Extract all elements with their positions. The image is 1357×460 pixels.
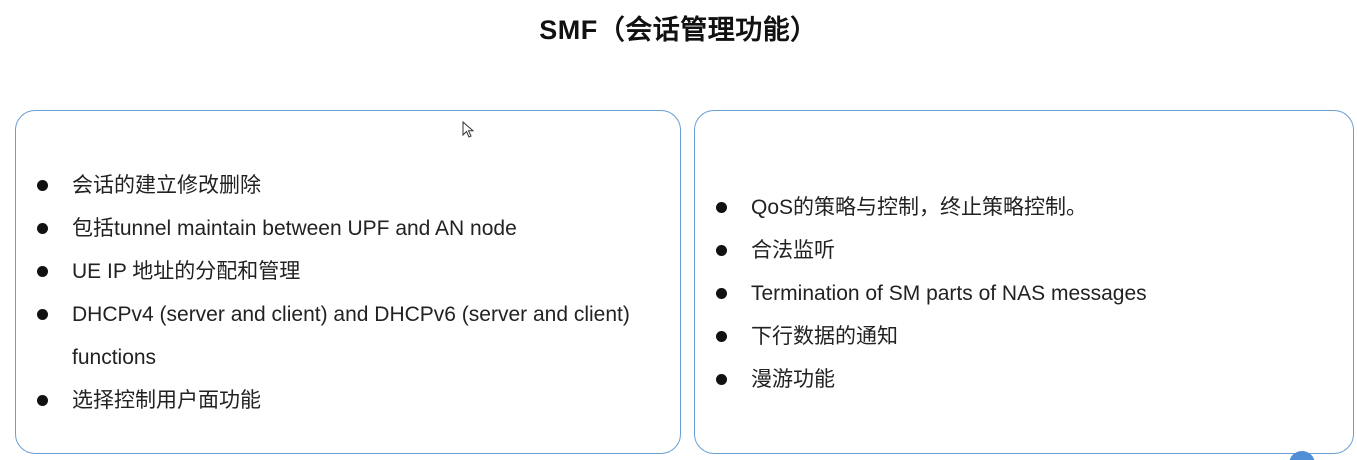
bullet-icon — [37, 309, 48, 320]
list-item: 漫游功能 — [715, 358, 1335, 401]
list-item: QoS的策略与控制，终止策略控制。 — [715, 186, 1335, 229]
list-item: DHCPv4 (server and client) and DHCPv6 (s… — [36, 293, 646, 379]
bullet-icon — [37, 180, 48, 191]
list-item-text: 选择控制用户面功能 — [72, 389, 261, 412]
list-item-text: UE IP 地址的分配和管理 — [72, 260, 301, 283]
left-panel: 会话的建立修改删除 包括tunnel maintain between UPF … — [15, 110, 681, 454]
bullet-icon — [716, 288, 727, 299]
list-item-text: 包括tunnel maintain between UPF and AN nod… — [72, 217, 517, 240]
list-item: UE IP 地址的分配和管理 — [36, 250, 646, 293]
bullet-icon — [716, 374, 727, 385]
bullet-icon — [716, 202, 727, 213]
bullet-icon — [716, 331, 727, 342]
bullet-icon — [37, 223, 48, 234]
list-item-text: 漫游功能 — [751, 368, 835, 391]
list-item-text: DHCPv4 (server and client) and DHCPv6 (s… — [72, 303, 630, 369]
list-item-text: 下行数据的通知 — [751, 325, 898, 348]
list-item-text: QoS的策略与控制，终止策略控制。 — [751, 196, 1088, 219]
bullet-icon — [716, 245, 727, 256]
list-item-text: 会话的建立修改删除 — [72, 174, 261, 197]
bullet-icon — [37, 395, 48, 406]
bullet-icon — [37, 266, 48, 277]
list-item: 会话的建立修改删除 — [36, 164, 646, 207]
list-item: 下行数据的通知 — [715, 315, 1335, 358]
list-item: 包括tunnel maintain between UPF and AN nod… — [36, 207, 646, 250]
right-bullet-list: QoS的策略与控制，终止策略控制。 合法监听 Termination of SM… — [715, 186, 1335, 401]
list-item: 合法监听 — [715, 229, 1335, 272]
mouse-pointer-icon — [462, 121, 474, 138]
list-item-text: 合法监听 — [751, 239, 835, 262]
list-item: 选择控制用户面功能 — [36, 379, 646, 422]
corner-badge-icon — [1289, 451, 1315, 460]
left-bullet-list: 会话的建立修改删除 包括tunnel maintain between UPF … — [36, 164, 646, 422]
slide-title: SMF（会话管理功能） — [539, 15, 818, 45]
list-item-text: Termination of SM parts of NAS messages — [751, 282, 1147, 305]
list-item: Termination of SM parts of NAS messages — [715, 272, 1335, 315]
right-panel: QoS的策略与控制，终止策略控制。 合法监听 Termination of SM… — [694, 110, 1354, 454]
